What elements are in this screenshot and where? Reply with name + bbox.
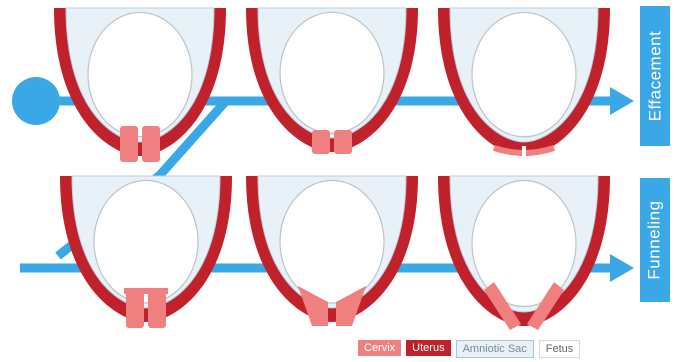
start-circle — [12, 77, 60, 125]
cervix-left — [120, 126, 138, 162]
cervix-right — [334, 130, 352, 154]
legend-amniotic-label: Amniotic Sac — [463, 343, 527, 355]
legend-uterus: Uterus — [406, 340, 450, 356]
effacement-label-text: Effacement — [645, 31, 665, 122]
legend-cervix-label: Cervix — [364, 342, 395, 354]
uterus-stage-5 — [246, 176, 418, 326]
funneling-label-text: Funneling — [645, 200, 665, 279]
cervix-top — [124, 288, 168, 294]
legend-fetus: Fetus — [539, 340, 581, 358]
legend-fetus-label: Fetus — [546, 343, 574, 355]
uterus-stage-6 — [438, 176, 610, 330]
funneling-label: Funneling — [640, 178, 670, 302]
legend: Cervix Uterus Amniotic Sac Fetus — [358, 340, 580, 358]
uterus-stage-4 — [60, 176, 232, 328]
cervix-left — [312, 130, 330, 154]
top-arrow-head — [610, 87, 634, 115]
fetus — [88, 12, 192, 136]
fetus — [472, 12, 576, 136]
uterus-stage-1 — [54, 8, 226, 162]
uterus-stage-2 — [246, 8, 418, 154]
cervix-right — [142, 126, 160, 162]
cervix-os — [522, 146, 526, 156]
cervix-left — [126, 292, 144, 328]
fetus — [280, 12, 384, 133]
effacement-label: Effacement — [640, 6, 670, 146]
legend-amniotic-sac: Amniotic Sac — [456, 340, 534, 358]
fetus — [94, 180, 198, 303]
cervix-right — [148, 292, 166, 328]
legend-uterus-label: Uterus — [412, 342, 444, 354]
uteri — [54, 8, 610, 330]
fetus — [280, 180, 384, 303]
uterus-stage-3 — [438, 8, 610, 156]
bottom-arrow-head — [610, 254, 634, 282]
legend-cervix: Cervix — [358, 340, 401, 356]
